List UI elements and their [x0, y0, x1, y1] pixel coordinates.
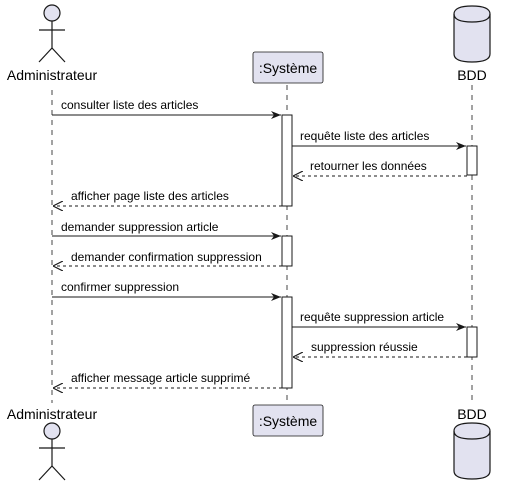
- message-label: demander confirmation suppression: [71, 250, 262, 264]
- database-db-label-bottom: BDD: [457, 406, 487, 422]
- message-10: afficher message article supprimé: [53, 371, 282, 388]
- message-1: consulter liste des articles: [52, 98, 281, 119]
- message-8: requête suppression article: [292, 310, 466, 331]
- message-label: suppression réussie: [311, 340, 418, 354]
- message-4: afficher page liste des articles: [53, 189, 282, 206]
- participant-system-top: :Système: [252, 51, 324, 84]
- message-label: demander suppression article: [61, 220, 219, 234]
- database-icon: [453, 5, 491, 63]
- message-9: suppression réussie: [293, 340, 467, 357]
- actor-admin-label-bottom: Administrateur: [7, 406, 98, 422]
- participant-system-label-top: :Système: [259, 60, 318, 76]
- message-label: consulter liste des articles: [61, 98, 198, 112]
- actor-admin-top: Administrateur: [7, 4, 98, 83]
- message-label: retourner les données: [310, 159, 427, 173]
- message-label: confirmer suppression: [61, 280, 179, 294]
- participant-system-bottom: :Système: [252, 404, 324, 437]
- activation-system-3: [281, 296, 293, 389]
- message-label: afficher message article supprimé: [71, 371, 251, 385]
- participant-system-label-bottom: :Système: [259, 413, 318, 429]
- message-2: requête liste des articles: [292, 129, 466, 150]
- message-3: retourner les données: [293, 159, 467, 176]
- actor-head-icon: [43, 422, 61, 440]
- actor-admin-label-top: Administrateur: [7, 67, 98, 83]
- activation-system-2: [281, 235, 293, 267]
- activation-db-1: [466, 145, 478, 176]
- database-db-bottom: BDD: [453, 406, 491, 480]
- database-icon: [453, 422, 491, 480]
- database-db-top: BDD: [453, 5, 491, 83]
- message-7: confirmer suppression: [52, 280, 281, 301]
- message-5: demander suppression article: [52, 220, 281, 240]
- message-label: requête suppression article: [300, 310, 444, 324]
- message-label: requête liste des articles: [300, 129, 429, 143]
- message-label: afficher page liste des articles: [71, 189, 229, 203]
- actor-admin-bottom: Administrateur: [7, 406, 98, 481]
- message-6: demander confirmation suppression: [53, 250, 282, 266]
- activation-system-1: [281, 114, 293, 207]
- database-db-label-top: BDD: [457, 67, 487, 83]
- actor-head-icon: [43, 4, 61, 22]
- activation-db-2: [466, 326, 478, 358]
